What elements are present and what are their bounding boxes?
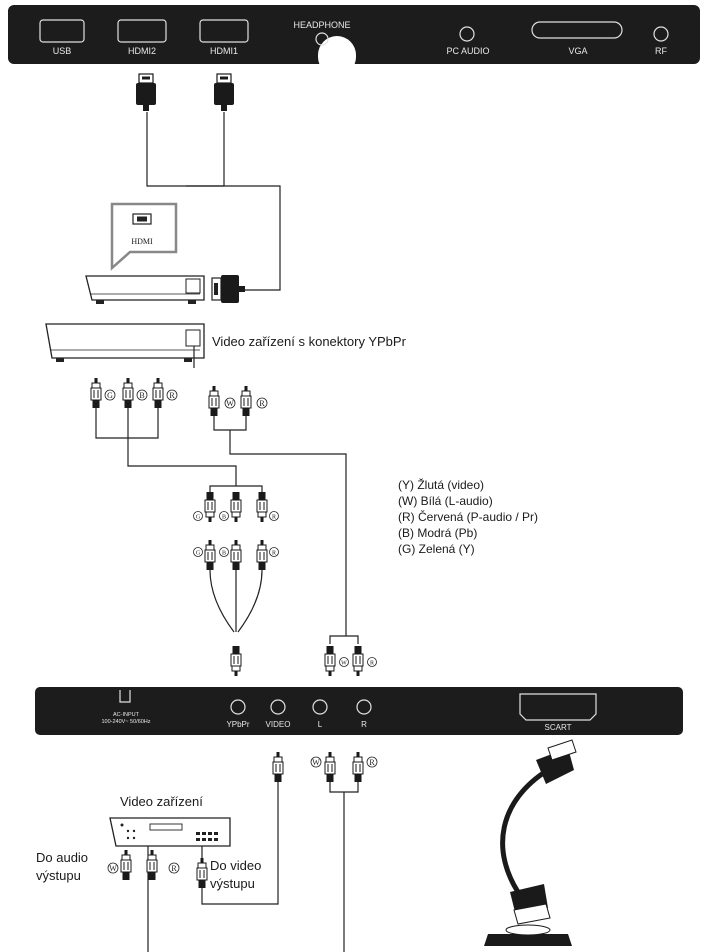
legend-line-yellow: (Y) Žlutá (video) (398, 477, 484, 492)
adapter-plug-top-b-icon (231, 492, 241, 522)
port-label-hdmi1: HDMI1 (210, 46, 238, 56)
device-audio-plug-white-icon (120, 849, 132, 881)
port-label-scart: SCART (545, 723, 572, 732)
video-device (109, 817, 231, 847)
ypbpr-cable-to-adapter (127, 408, 263, 492)
port-label-pc-audio: PC AUDIO (446, 46, 489, 56)
adapter-letter-r-1: R (272, 515, 276, 521)
ypbpr-plug-red-icon (152, 377, 164, 409)
video-out-caption-line2: výstupu (210, 876, 255, 891)
hdmi2-port-icon (117, 19, 167, 43)
audio-cable-wire-top (213, 416, 247, 431)
legend-line-green: (G) Zelená (Y) (398, 542, 475, 556)
scart-cable-icon (484, 739, 577, 946)
color-legend: (Y) Žlutá (video) (W) Bílá (L-audio) (R)… (398, 477, 538, 556)
letter-g-top: G (107, 391, 113, 400)
adapter-letter-b-2: B (222, 551, 226, 557)
adapter-letter-g-2: G (196, 551, 201, 557)
letter-w-audio: W (226, 399, 234, 408)
hdmi-plug-into-device-icon (211, 275, 245, 303)
device-audio-plug-red-icon (146, 849, 158, 881)
top-connection-panel: USB HDMI2 HDMI1 HEADPHONE PC AUDIO VGA R… (8, 5, 700, 76)
port-label-video: VIDEO (266, 720, 291, 729)
port-label-vga: VGA (568, 46, 587, 56)
adapter-plug-bottom-r-icon (256, 539, 268, 571)
letter-b-top: B (139, 391, 144, 400)
tv-audio-plug-red-icon (353, 646, 363, 676)
ac-input-spec: 100-240V~ 50/60Hz (101, 719, 150, 725)
adapter-plug-top-g-icon (205, 492, 215, 522)
ypbpr-plug-blue-icon (122, 377, 134, 409)
audio-plug-white-icon (208, 385, 220, 417)
audio-cable-to-tv (229, 430, 359, 644)
video-out-caption-line1: Do video (210, 858, 261, 873)
device-letter-w: W (109, 864, 117, 873)
adapter-letter-b-1: B (222, 515, 226, 521)
rf-port-icon (653, 26, 669, 42)
adapter-plug-bottom-g-icon (204, 539, 216, 571)
adapter-plug-top-r-icon (257, 492, 267, 522)
tv-audio-plug-white-icon (325, 646, 335, 676)
hdmi-source-device: HDMI (85, 202, 205, 304)
port-label-ypbpr: YPbPr (226, 720, 249, 729)
bottom-connection-panel: AC-INPUT 100-240V~ 50/60Hz YPbPr VIDEO L… (35, 687, 683, 735)
letter-r-top: R (169, 391, 175, 400)
ypbpr-plug-green-icon (90, 377, 102, 409)
port-label-l: L (318, 720, 323, 729)
legend-line-blue: (B) Modrá (Pb) (398, 526, 477, 540)
pc-audio-jack-icon (459, 26, 475, 42)
hdmi-cable-wire (146, 112, 225, 187)
port-label-headphone: HEADPHONE (293, 20, 350, 30)
audio-plug-below-white-icon (324, 751, 336, 783)
port-label-r: R (361, 720, 367, 729)
letter-r-audio: R (259, 399, 265, 408)
audio-out-caption-line1: Do audio (36, 850, 88, 865)
ypbpr-device-caption: Video zařízení s konektory YPbPr (212, 334, 407, 349)
port-label-rf: RF (655, 46, 667, 56)
usb-port-icon (39, 19, 85, 43)
port-label-hdmi2: HDMI2 (128, 46, 156, 56)
hdmi-badge: HDMI (131, 237, 153, 246)
ac-input-socket-icon (119, 690, 131, 703)
adapter-output-plug-icon (231, 646, 241, 676)
device-letter-r: R (171, 864, 177, 873)
below-letter-r: R (369, 758, 375, 767)
audio-plug-red-icon (240, 385, 252, 417)
hdmi-cable-plug-left-icon (135, 73, 157, 112)
hdmi-cable-plug-right-icon (213, 73, 235, 112)
ypbpr-jack-icon (230, 699, 246, 715)
below-letter-w: W (312, 758, 320, 767)
tv-audio-letter-w: W (341, 661, 347, 667)
legend-line-white: (W) Bílá (L-audio) (398, 494, 493, 508)
video-device-caption: Video zařízení (120, 794, 203, 809)
adapter-letter-r-2: R (272, 551, 276, 557)
audio-out-caption-line2: výstupu (36, 868, 81, 883)
audio-r-jack-icon (356, 699, 372, 715)
headphone-jack-icon (315, 32, 329, 46)
audio-plug-below-red-icon (352, 751, 364, 783)
device-video-plug-icon (196, 857, 208, 889)
hdmi1-port-icon (199, 19, 249, 43)
vga-port-icon (531, 21, 623, 39)
tv-audio-letter-r: R (370, 661, 374, 667)
legend-line-red: (R) Červená (P-audio / Pr) (398, 509, 538, 524)
audio-cable-wire-bottom (329, 782, 359, 952)
adapter-plug-bottom-b-icon (230, 539, 242, 571)
audio-l-jack-icon (312, 699, 328, 715)
adapter-letter-g-1: G (196, 515, 201, 521)
adapter-converge-wire-right (237, 569, 263, 633)
adapter-converge-wire-left (209, 569, 235, 633)
scart-port-icon (519, 693, 597, 721)
ypbpr-cable-wire (95, 408, 159, 439)
ac-input-label: AC-INPUT (113, 712, 140, 718)
hdmi-cable-wire-to-device (186, 185, 281, 291)
ypbpr-source-device (45, 323, 205, 368)
port-label-usb: USB (53, 46, 72, 56)
video-jack-icon (270, 699, 286, 715)
video-plug-below-icon (272, 751, 284, 783)
